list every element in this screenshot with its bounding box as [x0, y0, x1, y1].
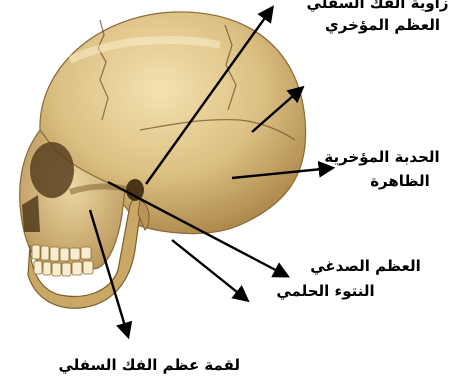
label-mandible-angle: زاوية الفك السفلي	[290, 0, 459, 13]
label-mastoid-process: النتوء الحلمي	[238, 282, 413, 301]
label-mandibular-condyle: لقمة عظم الفك السفلي	[70, 356, 240, 375]
label-occipital-bone: العظم المؤخري	[300, 16, 459, 35]
label-temporal-bone: العظم الصدغي	[278, 257, 453, 276]
label-occipital-protuberance: الحدبة المؤخرية	[312, 148, 452, 167]
label-occipital-protuberance-2: الظاهرة	[360, 172, 440, 191]
eye-orbit	[30, 142, 74, 198]
ear-canal	[126, 179, 144, 201]
